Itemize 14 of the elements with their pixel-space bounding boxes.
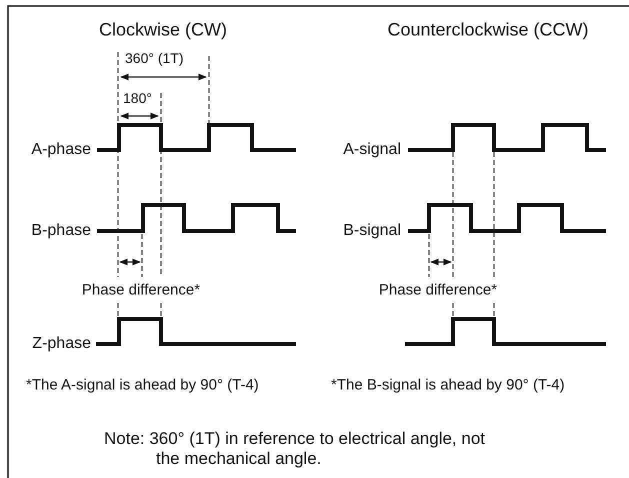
signal-name: A-signal bbox=[343, 140, 401, 160]
column-title: Clockwise (CW) bbox=[99, 20, 227, 40]
signal-name: B-signal bbox=[343, 222, 401, 240]
signal-name: A-phase bbox=[31, 140, 91, 160]
phase-difference-label: Phase difference* bbox=[378, 281, 498, 299]
note-text: Note: 360° (1T) in reference to electrical angle, not the mechanical angle. bbox=[104, 429, 486, 468]
angle-label: 180° bbox=[123, 90, 152, 106]
signal-name: Z-phase bbox=[32, 334, 91, 354]
angle-label: 360° (1T) bbox=[125, 50, 184, 66]
footnote: *The B-signal is ahead by 90° (T-4) bbox=[331, 376, 565, 394]
phase-difference-label: Phase difference* bbox=[82, 281, 200, 299]
column-title: Counterclockwise (CCW) bbox=[387, 20, 589, 40]
signal-name: B-phase bbox=[31, 222, 91, 240]
footnote: *The A-signal is ahead by 90° (T-4) bbox=[26, 376, 259, 394]
